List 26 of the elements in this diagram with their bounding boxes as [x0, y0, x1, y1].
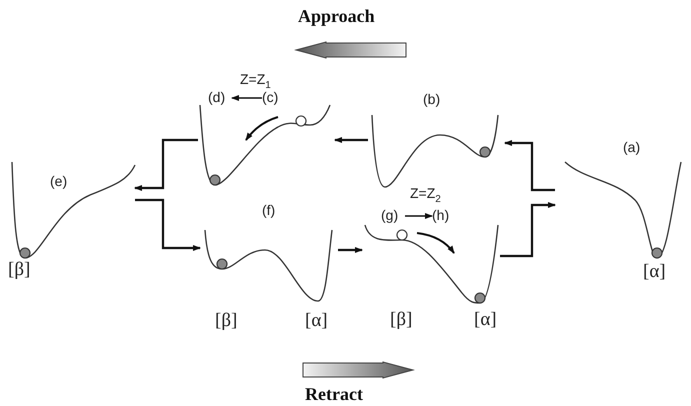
state-label: [β] [8, 260, 30, 279]
state-label: [α] [305, 311, 328, 330]
arrow [134, 138, 198, 191]
state-label: [β] [215, 311, 238, 330]
panel-label: Z=Z$_{2}$ [410, 186, 441, 205]
panel-label: (d) [208, 90, 226, 104]
panel-label: Z=Z$_{1}$ [240, 72, 271, 91]
panel-label: (b) [423, 92, 440, 106]
arrow [135, 198, 201, 251]
arrow [500, 202, 556, 258]
panel-label: (g) [381, 208, 398, 222]
direction-label: Retract [305, 384, 363, 405]
arrow [231, 95, 262, 101]
state-label: [α] [474, 310, 497, 329]
panel-label: (e) [50, 174, 68, 188]
arrow [405, 213, 433, 219]
panel-label: (c) [262, 90, 278, 104]
arrow [504, 140, 555, 192]
arrow [334, 137, 368, 143]
panel-label: (f) [262, 203, 276, 217]
panel-label: (h) [432, 208, 450, 222]
direction-label: Approach [298, 6, 375, 27]
panel-label: (a) [623, 140, 640, 154]
state-label: [β] [390, 310, 412, 329]
arrow [338, 247, 363, 253]
state-label: [α] [643, 262, 666, 281]
